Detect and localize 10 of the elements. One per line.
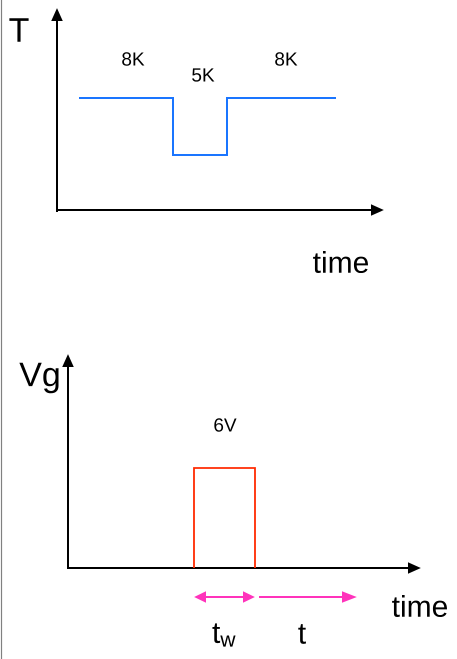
value-label: 5K xyxy=(192,68,214,82)
axis-label: time xyxy=(392,594,447,618)
axis-label: Vg xyxy=(19,362,59,394)
value-label: 6V xyxy=(214,418,237,432)
duration-label: t xyxy=(298,624,306,644)
value-label: 8K xyxy=(122,52,144,66)
duration-label: t$_{w}$ xyxy=(212,623,236,647)
axis-label: T xyxy=(9,18,29,42)
value-label: 8K xyxy=(275,52,298,66)
axis-label: time xyxy=(313,251,368,274)
